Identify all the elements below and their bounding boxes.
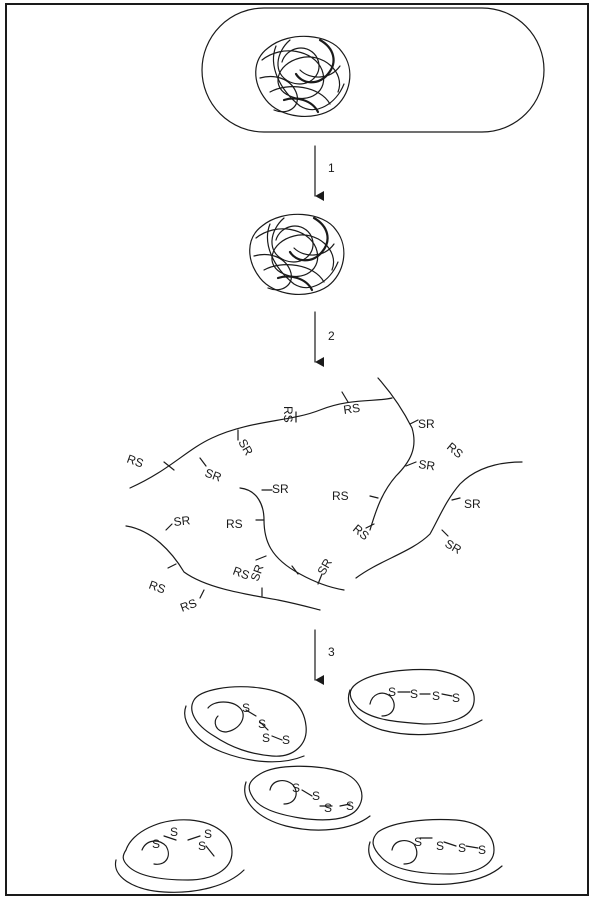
thiol-label: RS: [332, 489, 349, 503]
folded-protein: [115, 820, 244, 892]
figure-border: [6, 4, 588, 895]
sulfur-label: S: [282, 733, 290, 747]
sulfur-label: S: [242, 701, 250, 715]
thiol-label: SR: [464, 497, 481, 511]
isolated-inclusion-body: [250, 214, 344, 294]
thiol-label: RS: [231, 564, 251, 583]
sulfur-label: S: [152, 837, 160, 851]
thiol-label: RS: [125, 452, 145, 471]
sulfur-label: S: [388, 685, 396, 699]
step-2-label: 2: [328, 329, 335, 343]
thiol-label: SR: [418, 457, 437, 473]
sulfur-label: S: [346, 799, 354, 813]
thiol-label: RS: [147, 578, 167, 597]
sulfur-label: S: [478, 843, 486, 857]
thiol-label: SR: [272, 482, 289, 496]
thiol-label: RS: [281, 406, 295, 423]
sulfur-label: S: [262, 731, 270, 745]
sulfur-label: S: [410, 687, 418, 701]
sulfur-label: S: [414, 835, 422, 849]
thiol-label: SR: [203, 466, 224, 485]
sulfur-label: S: [292, 781, 300, 795]
bacterial-cell: [202, 8, 544, 132]
thiol-group-labels: RS RS SR SR RS SR SR RS SR RS SR RS RS S…: [125, 401, 481, 615]
thiol-label: RS: [226, 517, 243, 531]
thiol-label: RS: [178, 596, 198, 615]
thiol-label: SR: [443, 536, 465, 557]
sulfur-label: S: [170, 825, 178, 839]
folded-protein: [185, 687, 306, 762]
step-1-label: 1: [328, 161, 335, 175]
thiol-label: SR: [173, 513, 191, 529]
thiol-label: SR: [248, 562, 267, 583]
sulfur-label: S: [312, 789, 320, 803]
thiol-label: SR: [314, 556, 335, 578]
thiol-label: RS: [444, 440, 466, 461]
sulfur-label: S: [436, 839, 444, 853]
sulfur-label: S: [432, 689, 440, 703]
sulfur-label: S: [458, 841, 466, 855]
sulfur-label: S: [324, 801, 332, 815]
sulfur-label: S: [198, 839, 206, 853]
folded-protein: [348, 670, 482, 735]
step-3-label: 3: [328, 645, 335, 659]
sulfur-label: S: [204, 827, 212, 841]
thiol-label: RS: [342, 401, 360, 417]
thiol-label: RS: [350, 522, 372, 543]
thiol-label: SR: [418, 417, 435, 431]
inclusion-body-in-cell: [256, 36, 350, 116]
sulfur-label: S: [452, 691, 460, 705]
disulfide-labels: S S S S S S S S S S S S S S S S S S S S: [152, 685, 486, 857]
sulfur-label: S: [258, 717, 266, 731]
